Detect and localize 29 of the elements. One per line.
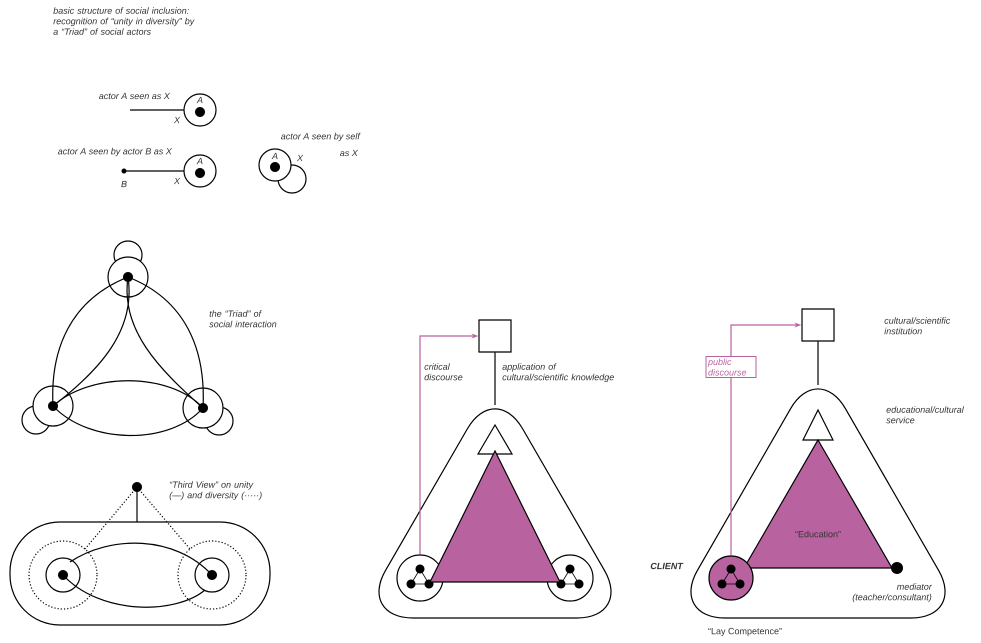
heading: basic structure of social inclusion: recognition of “unity in diversity” by a “Triad” of social actors	[53, 7, 195, 35]
text-label: A	[196, 158, 203, 164]
square-symbol	[478, 319, 512, 353]
text-label: X	[296, 154, 304, 162]
text-label: actor A seen by self	[280, 132, 361, 142]
text-label: A	[196, 96, 203, 104]
text-label: X	[174, 178, 180, 184]
node-caption: mediator (teacher/consultant)	[852, 583, 932, 602]
text-label: X	[174, 116, 180, 124]
text-label: A	[272, 152, 278, 160]
text-label: the “Triad” of social interaction	[209, 310, 276, 328]
node-caption: “Lay Competence”	[708, 628, 782, 636]
edge-label: critical discourse	[424, 363, 462, 380]
text-label: educational/cultural service	[886, 406, 964, 424]
dot	[891, 562, 903, 574]
edge-label: application of cultural/scientific knowledge	[502, 363, 614, 382]
text-label: as X	[340, 150, 358, 156]
node-caption: CLIENT	[650, 562, 684, 570]
text-label: “Third View” on unity (—) and diversity (·····)	[170, 481, 262, 500]
text-label: actor A seen as X	[98, 92, 170, 100]
client-circle	[708, 555, 754, 601]
text-label: cultural/scientific institution	[884, 317, 950, 334]
text-label: actor A seen by actor B as X	[58, 148, 172, 156]
square-symbol	[801, 308, 835, 342]
connector-line	[817, 342, 819, 385]
text-label: B	[121, 180, 127, 188]
connector-line	[494, 352, 496, 405]
rounded-triangle	[378, 408, 612, 619]
edge-label: public discourse	[706, 356, 756, 378]
